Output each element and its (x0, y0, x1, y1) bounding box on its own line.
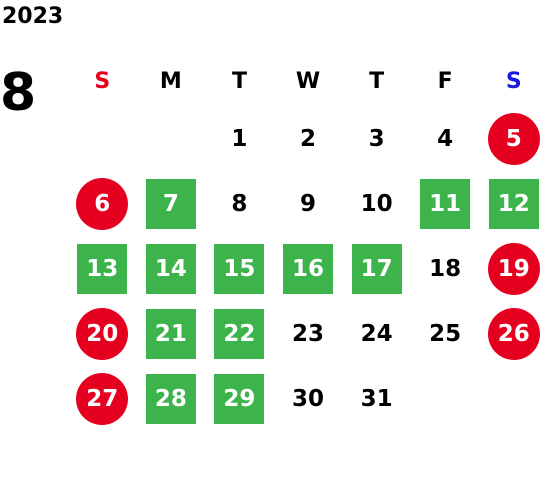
day-cell: 23 (274, 301, 343, 366)
day-cell: 10 (342, 171, 411, 236)
day-number: 3 (368, 125, 385, 152)
week-row: 6 7 8 9 10 11 12 (68, 171, 548, 236)
day-cell: 21 (137, 301, 206, 366)
day-number: 27 (76, 372, 129, 425)
day-cell: 4 (411, 106, 480, 171)
day-number: 24 (360, 320, 393, 347)
week-row: 27 28 29 30 31 (68, 366, 548, 431)
day-number: 10 (360, 190, 393, 217)
day-number: 8 (231, 190, 248, 217)
day-cell: 24 (342, 301, 411, 366)
weekday-label: M (159, 68, 182, 94)
day-number: 11 (420, 178, 471, 229)
day-cell: 28 (137, 366, 206, 431)
day-cell: 8 (205, 171, 274, 236)
weekday-header-cell: F (411, 56, 480, 106)
week-row: 13 14 15 16 17 18 19 (68, 236, 548, 301)
day-number: 23 (292, 320, 325, 347)
day-cell: 15 (205, 236, 274, 301)
day-number: 13 (77, 243, 128, 294)
day-number: 14 (145, 243, 196, 294)
day-number: 28 (145, 373, 196, 424)
day-number: 22 (214, 308, 265, 359)
day-number: 12 (488, 178, 539, 229)
year-label: 2023 (2, 4, 64, 29)
day-cell: 26 (479, 301, 548, 366)
day-number: 25 (429, 320, 462, 347)
month-label: 8 (0, 63, 37, 123)
day-cell: 19 (479, 236, 548, 301)
day-cell: 30 (274, 366, 343, 431)
weekday-header-cell: T (205, 56, 274, 106)
day-number: 16 (283, 243, 334, 294)
day-number: 26 (487, 307, 540, 360)
day-cell: 2 (274, 106, 343, 171)
day-cell: 27 (68, 366, 137, 431)
day-cell: 12 (479, 171, 548, 236)
day-number: 18 (429, 255, 462, 282)
weekday-label: S (505, 68, 522, 94)
day-cell: 7 (137, 171, 206, 236)
weekday-label: S (94, 68, 111, 94)
day-cell: 5 (479, 106, 548, 171)
week-row: 20 21 22 23 24 25 26 (68, 301, 548, 366)
day-number: 29 (214, 373, 265, 424)
day-number: 19 (487, 242, 540, 295)
day-number: 15 (214, 243, 265, 294)
day-cell: 1 (205, 106, 274, 171)
calendar-grid: S M T W T F S 1 2 (68, 56, 548, 431)
day-number: 7 (145, 178, 196, 229)
day-cell (68, 106, 137, 171)
weekday-header-cell: T (342, 56, 411, 106)
day-cell: 16 (274, 236, 343, 301)
weekday-header-cell: M (137, 56, 206, 106)
day-cell: 31 (342, 366, 411, 431)
day-cell (411, 366, 480, 431)
day-cell: 6 (68, 171, 137, 236)
day-cell: 13 (68, 236, 137, 301)
day-cell: 9 (274, 171, 343, 236)
day-number: 5 (487, 112, 540, 165)
day-number: 21 (145, 308, 196, 359)
day-number: 6 (76, 177, 129, 230)
day-cell (137, 106, 206, 171)
day-cell: 25 (411, 301, 480, 366)
weekday-header-row: S M T W T F S (68, 56, 548, 106)
day-cell: 22 (205, 301, 274, 366)
day-cell: 14 (137, 236, 206, 301)
weekday-label: W (295, 68, 321, 94)
day-number: 4 (437, 125, 454, 152)
day-cell: 3 (342, 106, 411, 171)
day-number: 2 (300, 125, 317, 152)
day-cell: 17 (342, 236, 411, 301)
day-number: 9 (300, 190, 317, 217)
day-number: 31 (360, 385, 393, 412)
day-number: 30 (292, 385, 325, 412)
day-number: 1 (231, 125, 248, 152)
day-number: 17 (351, 243, 402, 294)
weekday-label: F (437, 68, 453, 94)
day-cell: 29 (205, 366, 274, 431)
day-number: 20 (76, 307, 129, 360)
day-cell: 20 (68, 301, 137, 366)
weekday-label: T (369, 68, 385, 94)
day-cell: 11 (411, 171, 480, 236)
week-row: 1 2 3 4 5 (68, 106, 548, 171)
weekday-header-cell: S (479, 56, 548, 106)
day-cell: 18 (411, 236, 480, 301)
weekday-header-cell: S (68, 56, 137, 106)
day-cell (479, 366, 548, 431)
weekday-header-cell: W (274, 56, 343, 106)
weekday-label: T (231, 68, 247, 94)
